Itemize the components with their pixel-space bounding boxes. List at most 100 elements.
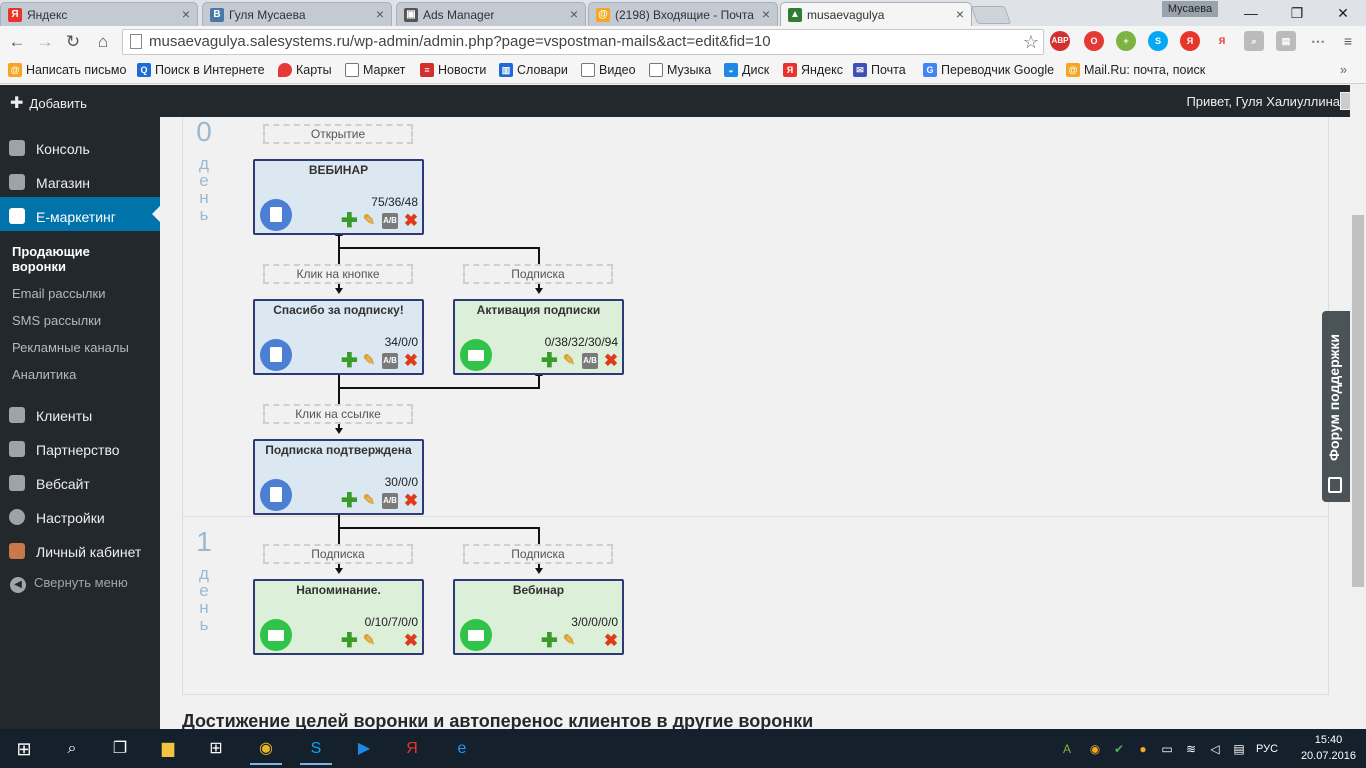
bookmark-item[interactable]: ≡Новости	[420, 63, 486, 77]
delete-icon[interactable]: ✖	[403, 631, 419, 650]
sidebar-item-console[interactable]: Консоль	[0, 129, 160, 163]
close-icon[interactable]: ×	[955, 6, 964, 22]
forward-icon[interactable]: →	[36, 32, 54, 51]
delete-icon[interactable]: ✖	[603, 351, 619, 370]
tab-yandex[interactable]: Я Яндекс ×	[0, 2, 198, 26]
sidebar-item-cabinet[interactable]: Личный кабинет	[0, 532, 160, 566]
skype-icon[interactable]: S	[300, 733, 332, 765]
delete-icon[interactable]: ✖	[603, 631, 619, 650]
submenu-ad-channels[interactable]: Рекламные каналы	[12, 340, 129, 355]
minimize-icon[interactable]: —	[1244, 5, 1258, 21]
funnel-step-card[interactable]: Подписка подтверждена 30/0/0 ✚ ✎ A/B ✖	[253, 439, 424, 515]
ab-test-icon[interactable]: A/B	[382, 353, 398, 369]
collapse-menu-button[interactable]: ◀Свернуть меню	[10, 575, 128, 593]
submenu-sms[interactable]: SMS рассылки	[12, 313, 102, 328]
sidebar-item-shop[interactable]: Магазин	[0, 163, 160, 197]
add-icon[interactable]: ✚	[541, 350, 558, 372]
edit-icon[interactable]: ✎	[562, 632, 576, 649]
wifi-icon[interactable]: ≋	[1185, 742, 1197, 756]
chrome-ext-icon[interactable]: +	[1116, 31, 1136, 51]
trigger-label[interactable]: Подписка	[263, 544, 413, 564]
tab-ads-manager[interactable]: ▣ Ads Manager ×	[396, 2, 586, 26]
bookmark-item[interactable]: @Mail.Ru: почта, поиск	[1066, 63, 1205, 77]
file-explorer-icon[interactable]: ▆	[161, 740, 175, 757]
media-player-icon[interactable]: ▶	[357, 740, 371, 757]
chrome-icon[interactable]: ◉	[250, 733, 282, 765]
tray-app-icon[interactable]: A	[1062, 742, 1071, 756]
store-icon[interactable]: ⊞	[209, 740, 223, 757]
windows-start-icon[interactable]: ⊞	[16, 739, 32, 759]
edge-icon[interactable]: e	[457, 740, 467, 757]
funnel-step-card[interactable]: ВЕБИНАР 75/36/48 ✚ ✎ A/B ✖	[253, 159, 424, 235]
yandex-browser-icon[interactable]: Я	[406, 740, 418, 757]
delete-icon[interactable]: ✖	[403, 211, 419, 230]
home-icon[interactable]: ⌂	[97, 32, 109, 51]
edit-icon[interactable]: ✎	[362, 352, 376, 369]
funnel-step-card[interactable]: Вебинар 3/0/0/0/0 ✚ ✎ ✖	[453, 579, 624, 655]
funnel-step-card[interactable]: Спасибо за подписку! 34/0/0 ✚ ✎ A/B ✖	[253, 299, 424, 375]
opera-icon[interactable]: O	[1084, 31, 1104, 51]
bookmark-item[interactable]: ▥Словари	[499, 63, 568, 77]
add-new-button[interactable]: ✚Добавить	[10, 93, 87, 113]
restore-icon[interactable]: ❐	[1290, 5, 1304, 21]
skype-icon[interactable]: S	[1148, 31, 1168, 51]
edit-icon[interactable]: ✎	[362, 632, 376, 649]
edit-icon[interactable]: ✎	[362, 212, 376, 229]
add-icon[interactable]: ✚	[341, 210, 358, 232]
tray-check-icon[interactable]: ✔	[1113, 742, 1125, 756]
close-icon[interactable]: ×	[181, 6, 190, 22]
new-tab-button[interactable]	[970, 6, 1012, 24]
reload-icon[interactable]: ↻	[65, 32, 81, 51]
window-close-icon[interactable]: ✕	[1337, 5, 1349, 21]
volume-icon[interactable]: ◁	[1210, 742, 1220, 756]
support-forum-tab[interactable]: Форум поддержки	[1322, 311, 1350, 502]
tab-mail[interactable]: @ (2198) Входящие - Почта ×	[588, 2, 778, 26]
bookmark-item[interactable]: Видео	[581, 63, 636, 77]
edit-icon[interactable]: ✎	[362, 492, 376, 509]
more-bookmarks-icon[interactable]: »	[1340, 63, 1347, 77]
add-icon[interactable]: ✚	[341, 630, 358, 652]
tray-app-icon[interactable]: ●	[1139, 742, 1147, 756]
ab-test-icon[interactable]: A/B	[382, 493, 398, 509]
sidebar-item-e-marketing[interactable]: Е-маркетинг	[0, 197, 160, 231]
search-icon[interactable]: ⌕	[67, 740, 77, 757]
scrollbar-thumb[interactable]	[1352, 215, 1364, 587]
tray-battery-icon[interactable]: ▭	[1161, 742, 1173, 756]
search-icon[interactable]: ⌕	[1244, 31, 1264, 51]
funnel-step-card[interactable]: Активация подписки 0/38/32/30/94 ✚ ✎ A/B…	[453, 299, 624, 375]
clock[interactable]: 15:40 20.07.2016	[1301, 732, 1356, 764]
profile-button[interactable]: Мусаева	[1162, 1, 1218, 17]
add-icon[interactable]: ✚	[341, 490, 358, 512]
yandex-icon[interactable]: Я	[1180, 31, 1200, 51]
sidebar-item-partners[interactable]: Партнерство	[0, 430, 160, 464]
close-icon[interactable]: ×	[375, 6, 384, 22]
submenu-email[interactable]: Email рассылки	[12, 286, 106, 301]
bookmark-item[interactable]: ✉Почта	[853, 63, 906, 77]
page-scrollbar[interactable]	[1350, 85, 1366, 729]
back-icon[interactable]: ←	[8, 32, 26, 51]
trigger-label[interactable]: Клик на кнопке	[263, 264, 413, 284]
close-icon[interactable]: ×	[761, 6, 770, 22]
add-icon[interactable]: ✚	[541, 630, 558, 652]
language-indicator[interactable]: РУС	[1255, 743, 1279, 755]
menu-icon[interactable]: ≡	[1338, 31, 1358, 51]
sidebar-item-settings[interactable]: Настройки	[0, 498, 160, 532]
bookmark-item[interactable]: Маркет	[345, 63, 405, 77]
sidebar-item-website[interactable]: Вебсайт	[0, 464, 160, 498]
trigger-label[interactable]: Клик на ссылке	[263, 404, 413, 424]
trigger-label[interactable]: Подписка	[463, 264, 613, 284]
sidebar-item-clients[interactable]: Клиенты	[0, 396, 160, 430]
bookmark-item[interactable]: ◒Диск	[724, 63, 769, 77]
notifications-icon[interactable]: ▤	[1233, 742, 1245, 756]
trigger-label[interactable]: Подписка	[463, 544, 613, 564]
task-view-icon[interactable]: ❐	[112, 740, 128, 757]
bookmark-item[interactable]: @Написать письмо	[8, 63, 126, 77]
delete-icon[interactable]: ✖	[403, 351, 419, 370]
settings-icon[interactable]: ⋯	[1308, 31, 1328, 51]
ab-test-icon[interactable]: A/B	[582, 353, 598, 369]
tray-app-icon[interactable]: ◉	[1089, 742, 1101, 756]
ab-test-icon[interactable]: A/B	[382, 213, 398, 229]
add-icon[interactable]: ✚	[341, 350, 358, 372]
